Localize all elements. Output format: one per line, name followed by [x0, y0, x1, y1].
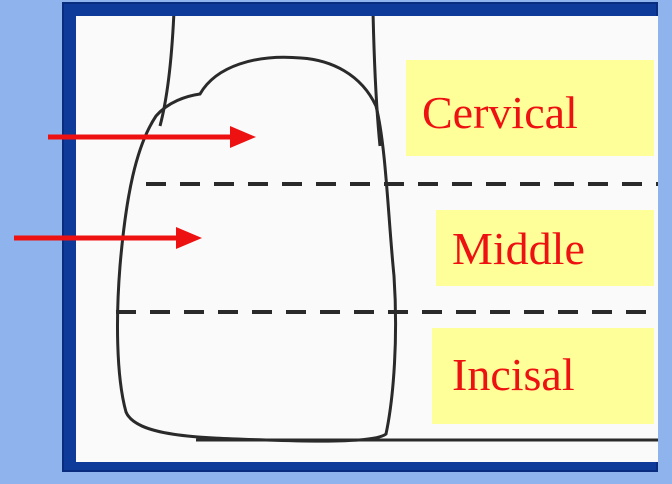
arrow-cervical	[48, 126, 256, 148]
arrow-middle	[14, 227, 202, 249]
